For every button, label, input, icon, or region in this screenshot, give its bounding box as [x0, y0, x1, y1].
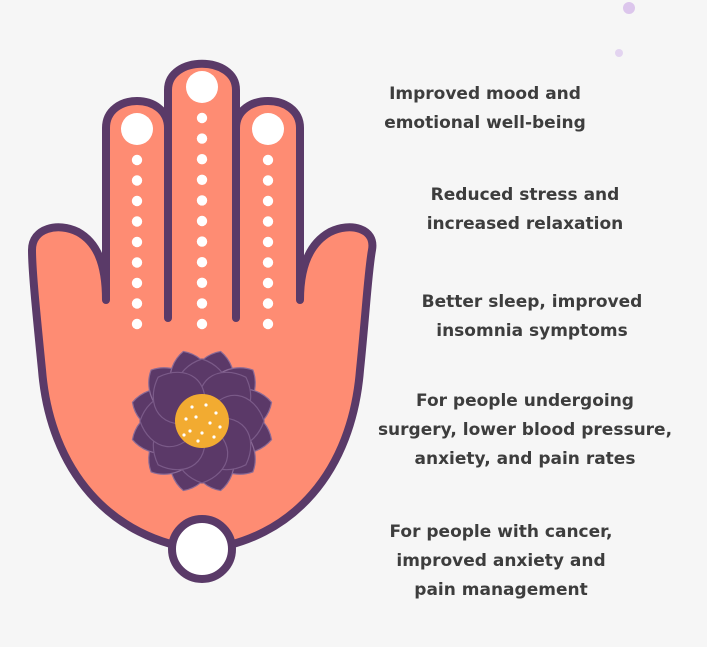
finger-dot: [196, 112, 208, 124]
benefit-surgery-line-1: For people undergoing: [416, 391, 634, 411]
finger-dot: [196, 215, 208, 227]
lotus-center: [175, 394, 229, 448]
fingertip-left: [121, 113, 153, 145]
wrist-circle: [168, 515, 236, 583]
finger-dot: [131, 318, 143, 330]
lotus-speck: [214, 411, 218, 415]
lotus-speck: [200, 431, 204, 435]
benefit-cancer: For people with cancer, improved anxiety…: [378, 518, 624, 605]
benefit-mood-line-1: Improved mood and: [389, 84, 581, 104]
finger-dot: [131, 154, 143, 166]
benefit-surgery-line-2: surgery, lower blood pressure,: [377, 420, 673, 440]
finger-dot: [196, 195, 208, 206]
finger-dot: [196, 318, 208, 330]
lotus-speck: [184, 417, 188, 421]
lotus-speck: [218, 425, 222, 429]
finger-dot: [196, 236, 208, 247]
benefit-surgery: For people undergoing surgery, lower blo…: [374, 387, 676, 474]
finger-dot: [131, 277, 143, 289]
lotus-speck: [182, 433, 186, 437]
finger-dots: [131, 112, 274, 330]
benefit-stress-line-2: increased relaxation: [426, 214, 624, 234]
benefit-sleep-line-2: insomnia symptoms: [436, 321, 628, 341]
finger-dot: [196, 133, 208, 144]
lotus-speck: [208, 421, 212, 425]
lotus-speck: [194, 415, 198, 419]
finger-dot: [196, 174, 208, 185]
finger-dot: [262, 236, 274, 248]
benefit-surgery-line-3: anxiety, and pain rates: [414, 449, 636, 469]
benefit-cancer-line-3: pain management: [414, 580, 588, 600]
finger-dot: [131, 298, 143, 309]
finger-dot: [196, 154, 208, 165]
finger-dot: [196, 298, 208, 309]
finger-dot: [262, 175, 274, 186]
finger-dot: [196, 277, 208, 288]
hamsa-hand-icon: [28, 59, 377, 583]
fingertip-middle: [186, 71, 218, 103]
finger-dot: [262, 154, 274, 166]
decor-dot-small: [615, 49, 623, 57]
finger-dot: [262, 318, 274, 330]
benefit-stress: Reduced stress and increased relaxation: [410, 181, 640, 239]
benefit-sleep: Better sleep, improved insomnia symptoms: [412, 288, 652, 346]
benefit-cancer-line-2: improved anxiety and: [396, 551, 606, 571]
fingertip-right: [252, 113, 284, 145]
lotus-speck: [188, 429, 192, 433]
finger-dot: [131, 257, 143, 268]
finger-dot: [131, 175, 143, 186]
lotus-speck: [212, 435, 216, 439]
finger-dot: [131, 216, 143, 227]
finger-dot: [131, 236, 143, 248]
finger-dot: [131, 195, 143, 207]
finger-dot: [262, 195, 274, 207]
finger-dot: [262, 298, 274, 309]
lotus-flower-icon: [131, 350, 273, 492]
benefit-cancer-line-1: For people with cancer,: [389, 522, 613, 542]
finger-dot: [262, 277, 274, 289]
benefit-stress-line-1: Reduced stress and: [430, 185, 620, 205]
lotus-speck: [196, 439, 200, 443]
lotus-speck: [204, 403, 208, 407]
decor-dot-large: [623, 2, 635, 14]
benefit-sleep-line-1: Better sleep, improved: [421, 292, 643, 312]
benefit-mood-line-2: emotional well-being: [384, 113, 586, 133]
finger-dot: [262, 257, 274, 268]
finger-dot: [196, 257, 208, 268]
lotus-speck: [190, 405, 194, 409]
benefit-mood: Improved mood and emotional well-being: [370, 80, 600, 138]
finger-dot: [262, 216, 274, 227]
